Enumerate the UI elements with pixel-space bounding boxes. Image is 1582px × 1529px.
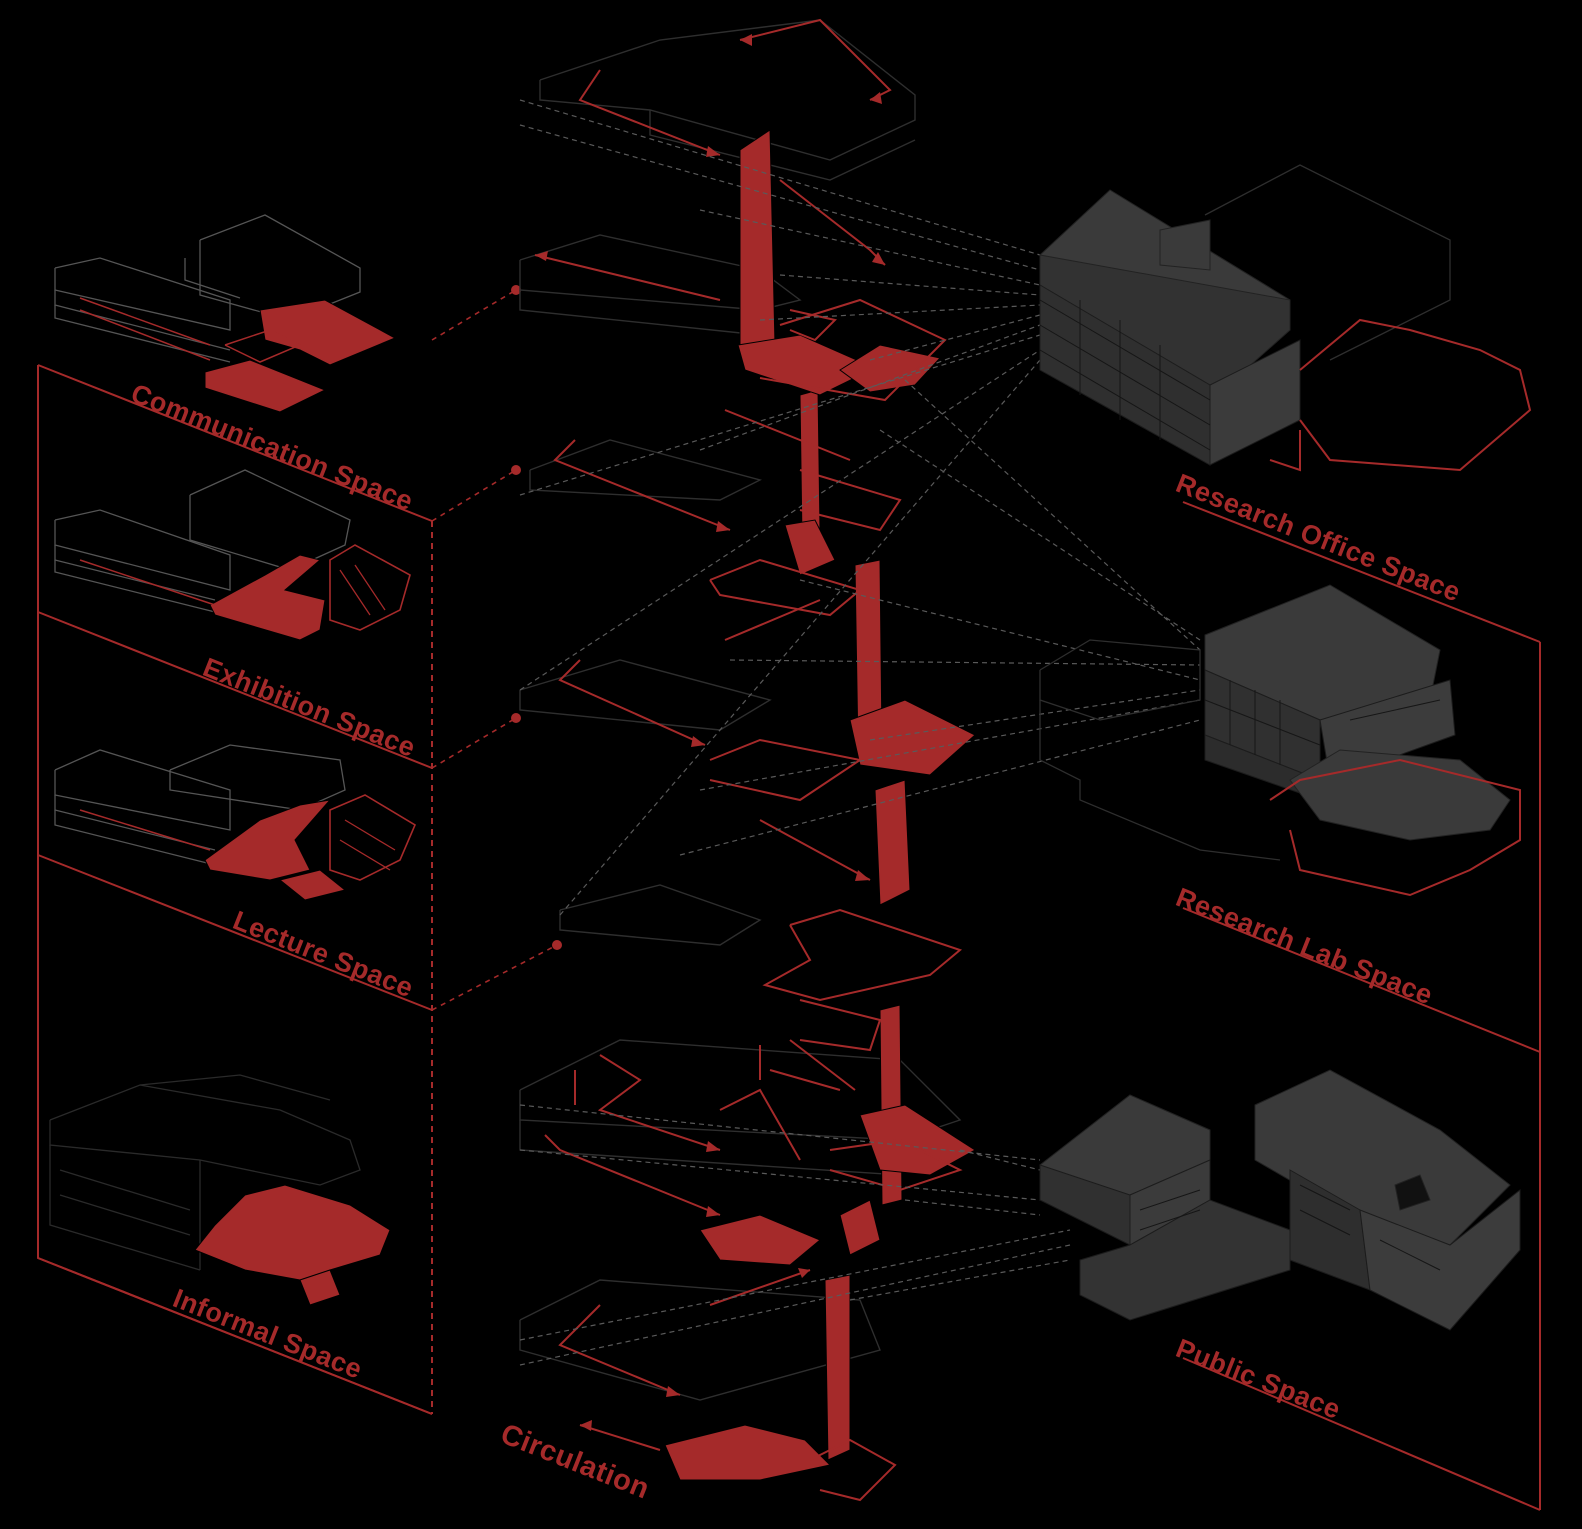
thumbnail-informal	[49, 1074, 391, 1306]
thumbnail-lecture	[54, 744, 417, 901]
right-bracket-frame	[1182, 501, 1541, 1511]
exploded-floor-outlines	[519, 19, 962, 1401]
building-research-lab	[1039, 584, 1521, 897]
connector-nodes	[511, 285, 562, 950]
thumbnail-exhibition	[54, 469, 411, 641]
thumbnail-communication	[54, 214, 397, 413]
circulation-outlines	[709, 298, 963, 1502]
building-public	[1039, 1069, 1521, 1331]
left-dashed-connectors	[431, 289, 558, 1011]
arrowheads	[535, 34, 885, 1431]
circulation-core	[664, 129, 976, 1481]
left-bracket-frame	[37, 364, 433, 1415]
building-research-office	[1039, 164, 1532, 472]
right-dashed-leaders	[519, 99, 1201, 1366]
circulation-arrows	[534, 18, 892, 1451]
